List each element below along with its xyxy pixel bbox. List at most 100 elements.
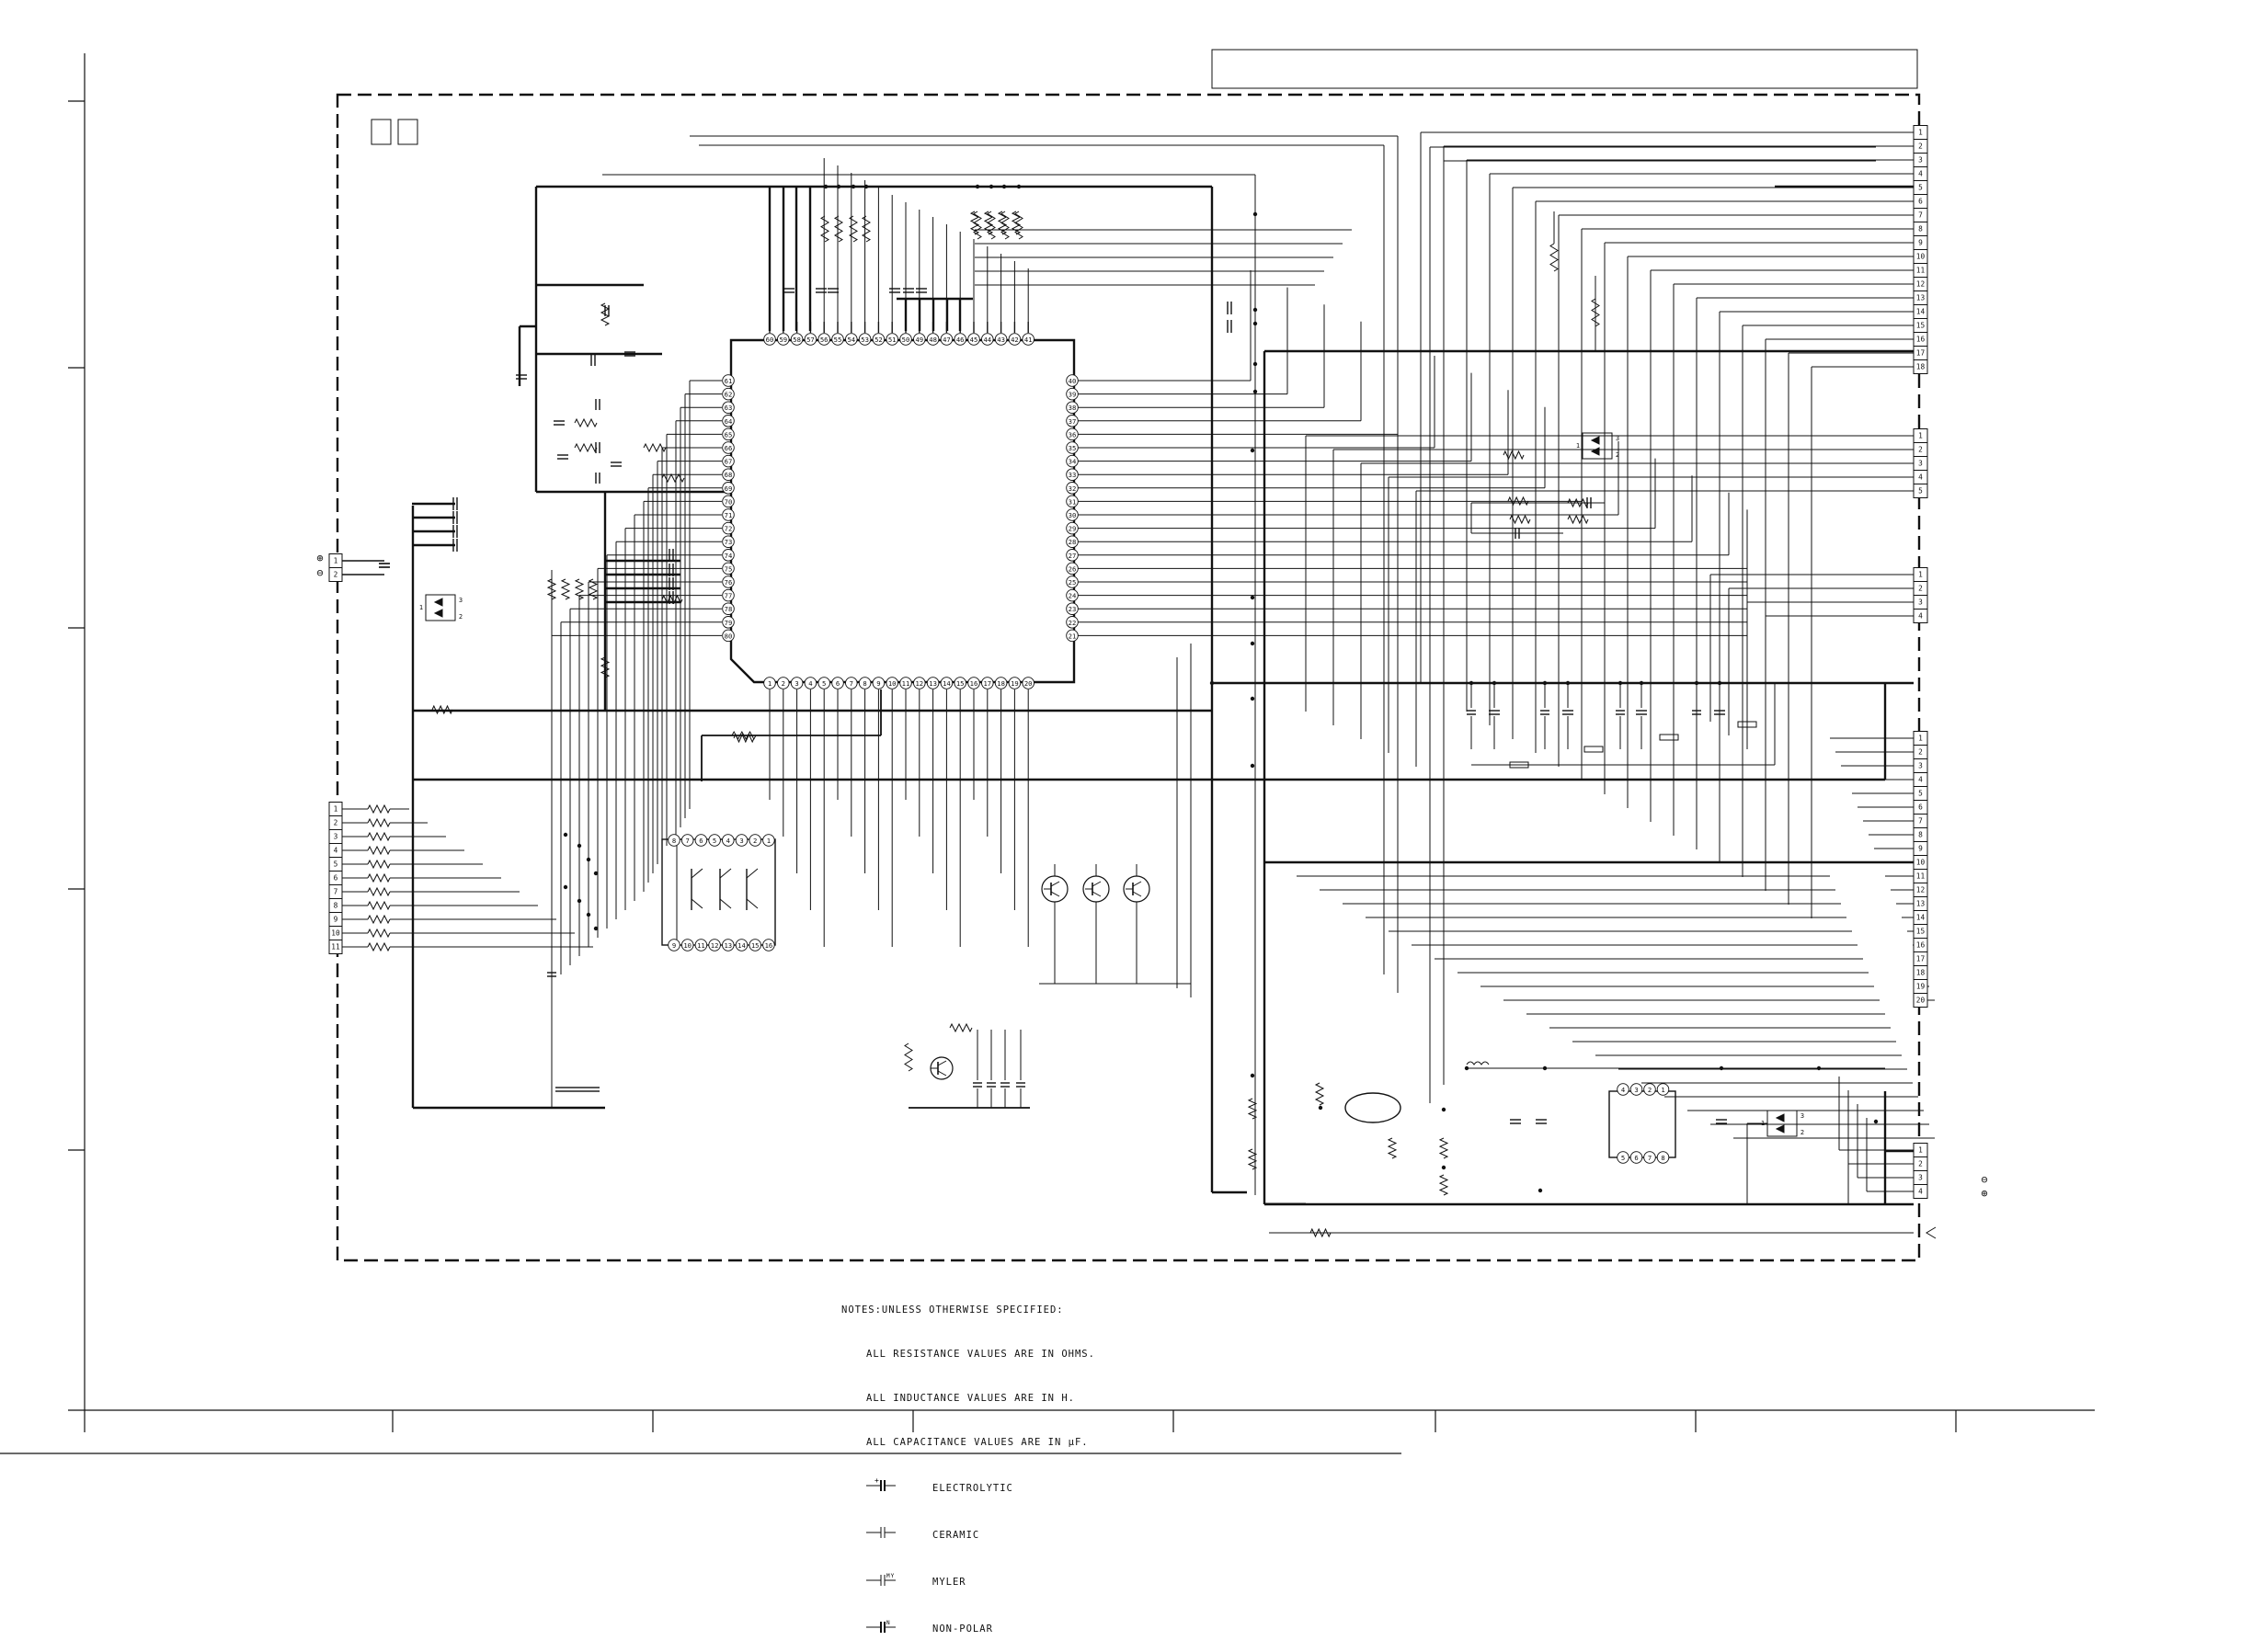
coupler-pin: 8 <box>1661 1154 1664 1162</box>
junction-dot <box>1639 680 1644 686</box>
diode-pin: 2 <box>1800 1129 1804 1136</box>
junction-dot <box>1565 680 1571 686</box>
pin-circle <box>1066 441 1079 454</box>
wire <box>1092 891 1102 897</box>
main-ic-pin: 23 <box>1069 605 1077 613</box>
pin-circle <box>722 521 735 535</box>
resistor-symbol <box>367 845 391 856</box>
resistor-symbol <box>1247 1098 1258 1120</box>
junction-dot <box>1873 1119 1879 1124</box>
pin-circle <box>1066 387 1079 401</box>
wire <box>746 868 759 879</box>
power-connector-pin: 2 <box>334 571 338 579</box>
main-ic-pin: 44 <box>983 336 991 344</box>
small-ic-pin: 5 <box>713 837 716 845</box>
coupler-pin: 3 <box>1634 1086 1638 1094</box>
junction-dot <box>1542 1065 1548 1071</box>
pin-circle <box>994 333 1008 346</box>
non-polar-capacitor-icon: N <box>866 1620 896 1633</box>
connector-a-pin: 7 <box>1918 211 1923 220</box>
pin-circle <box>777 677 790 689</box>
electrolytic-capacitor-icon: + <box>866 1476 896 1491</box>
main-ic-pin: 47 <box>943 336 951 344</box>
pin-circle <box>735 939 749 951</box>
main-ic-pin: 20 <box>1024 679 1033 688</box>
coupler-pin: 1 <box>1661 1086 1664 1094</box>
pin-circle <box>762 939 775 951</box>
pin-circle <box>762 834 775 847</box>
pin-circle <box>1066 482 1079 495</box>
board-outline <box>336 93 1921 1262</box>
main-ic-pin: 38 <box>1069 404 1077 412</box>
main-ic-pin: 12 <box>915 679 923 688</box>
pin-circle <box>954 333 966 346</box>
pin-circle <box>967 333 980 346</box>
resistor-symbol <box>949 1022 973 1033</box>
main-ic-pin: 74 <box>725 552 733 560</box>
main-ic-pin: 13 <box>929 679 937 688</box>
main-ic-pin: 64 <box>725 417 733 426</box>
pin-circle <box>722 575 735 588</box>
legend-ceramic: CERAMIC <box>841 1526 1228 1544</box>
wire <box>719 898 732 909</box>
pin-circle <box>722 629 735 643</box>
junction-dot <box>1250 1073 1255 1078</box>
pin-circle <box>858 333 872 346</box>
main-ic-pin: 7 <box>850 679 853 688</box>
pin-circle <box>722 616 735 629</box>
main-ic-pin: 71 <box>725 511 733 519</box>
ref-box-1 <box>371 119 392 145</box>
main-ic-pin: 63 <box>725 404 733 412</box>
resistor-symbol <box>661 473 685 484</box>
small-ic-pin: 6 <box>699 837 703 845</box>
pin-circle <box>886 677 898 689</box>
small-ic-pin: 9 <box>672 941 676 950</box>
pin-circle <box>668 939 680 951</box>
connector-d-pin: 11 <box>1916 872 1926 881</box>
main-ic-pin: 14 <box>943 679 951 688</box>
left-connector-pin: 1 <box>334 805 338 814</box>
wire <box>719 868 732 879</box>
pin-circle <box>1629 1083 1643 1096</box>
transistor-symbol <box>1123 875 1150 903</box>
coupler-body <box>1608 1090 1676 1158</box>
main-ic-pin: 19 <box>1011 679 1019 688</box>
resistor-symbol <box>997 211 1008 235</box>
pin-circle <box>817 333 830 346</box>
main-ic-pin: 30 <box>1069 511 1077 519</box>
minus-icon: ⊖ <box>316 566 323 579</box>
connector-d-pin: 5 <box>1918 790 1923 798</box>
pin-circle <box>722 562 735 575</box>
small-ic-pin: 13 <box>724 941 732 950</box>
pin-circle <box>1066 427 1079 441</box>
resistor-symbol <box>600 302 611 326</box>
connector-a-pin: 17 <box>1916 349 1926 358</box>
main-ic-pin: 79 <box>725 619 733 627</box>
resistor-symbol <box>1591 298 1600 327</box>
wire <box>1050 891 1060 897</box>
main-ic-pin: 2 <box>782 679 785 688</box>
notes-line-resistance: ALL RESISTANCE VALUES ARE IN OHMS. <box>866 1349 1095 1360</box>
junction-dot <box>823 184 829 189</box>
main-ic-pin: 75 <box>725 564 733 573</box>
pin-circle <box>981 333 994 346</box>
arrow-icon <box>1926 1226 1937 1239</box>
main-ic-pin: 4 <box>808 679 812 688</box>
junction-dot <box>1469 680 1474 686</box>
small-ic-pin: 3 <box>739 837 743 845</box>
wire <box>937 1070 947 1077</box>
main-ic-pin: 5 <box>822 679 826 688</box>
pin-circle <box>926 677 940 689</box>
wire-network <box>342 131 1935 1234</box>
resistor-symbol <box>1567 497 1589 508</box>
junction-dot <box>1252 361 1258 367</box>
main-ic-pin: 16 <box>970 679 978 688</box>
resistor-symbol <box>1000 211 1010 240</box>
connector-d-pin: 16 <box>1916 941 1926 950</box>
pin-circle <box>790 677 804 689</box>
mylar-capacitor-icon: MY <box>866 1573 896 1586</box>
transistor-symbol <box>1041 875 1069 903</box>
pin-circle <box>994 677 1008 689</box>
resistor-symbol <box>367 900 391 911</box>
junction-dot <box>1001 184 1007 189</box>
